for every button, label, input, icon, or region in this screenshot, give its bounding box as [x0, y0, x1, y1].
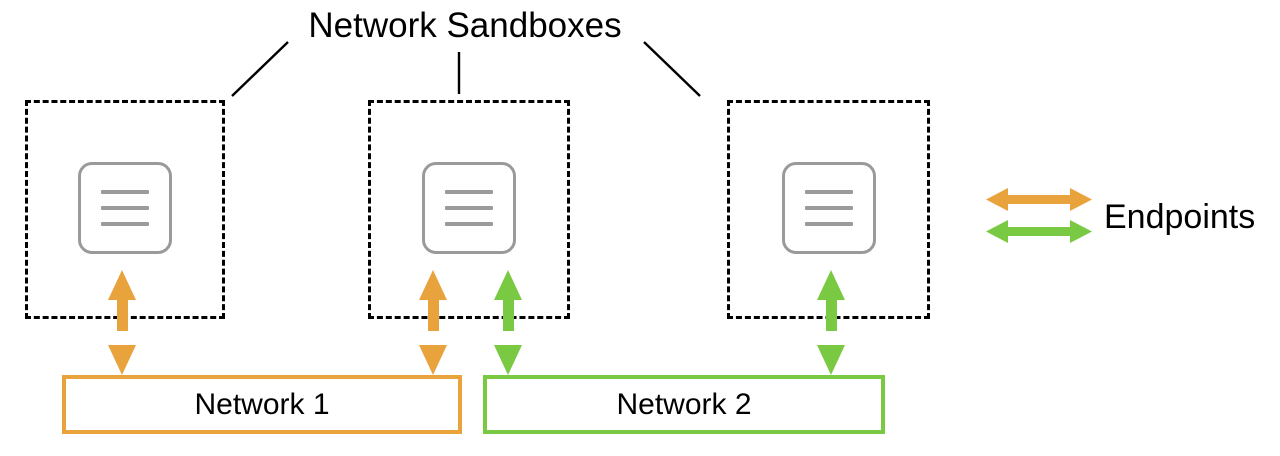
container-icon-line: [101, 190, 149, 194]
legend-arrows: [986, 188, 1092, 243]
legend-double-arrow-icon-orange: [986, 188, 1092, 211]
endpoint-arrow-sandbox2-network2: [494, 270, 522, 375]
network-box-1-label: Network 1: [194, 387, 330, 421]
container-icon-line: [445, 206, 493, 210]
network-sandbox-2: [368, 100, 570, 319]
container-icon: [78, 162, 172, 254]
container-icon-line: [805, 222, 853, 226]
container-icon: [422, 162, 516, 254]
container-icon: [782, 162, 876, 254]
endpoint-arrow-sandbox3-network2: [817, 270, 845, 375]
container-icon-line: [805, 190, 853, 194]
endpoint-arrow-sandbox2-network1: [419, 270, 447, 375]
container-icon-line: [805, 206, 853, 210]
legend-label: Endpoints: [1104, 198, 1256, 236]
leader-line-left: [231, 41, 289, 97]
container-icon-line: [101, 222, 149, 226]
network-box-2-label: Network 2: [616, 387, 752, 421]
endpoint-arrow-sandbox1-network1: [108, 270, 136, 375]
network-box-1[interactable]: Network 1: [62, 375, 462, 434]
container-icon-line: [101, 206, 149, 210]
page-title: Network Sandboxes: [308, 6, 622, 45]
leader-line-right: [643, 41, 701, 97]
container-icon-line: [445, 190, 493, 194]
legend-double-arrow-icon-green: [986, 220, 1092, 243]
network-box-2[interactable]: Network 2: [483, 375, 885, 434]
container-icon-line: [445, 222, 493, 226]
legend: Endpoints: [986, 186, 1276, 256]
